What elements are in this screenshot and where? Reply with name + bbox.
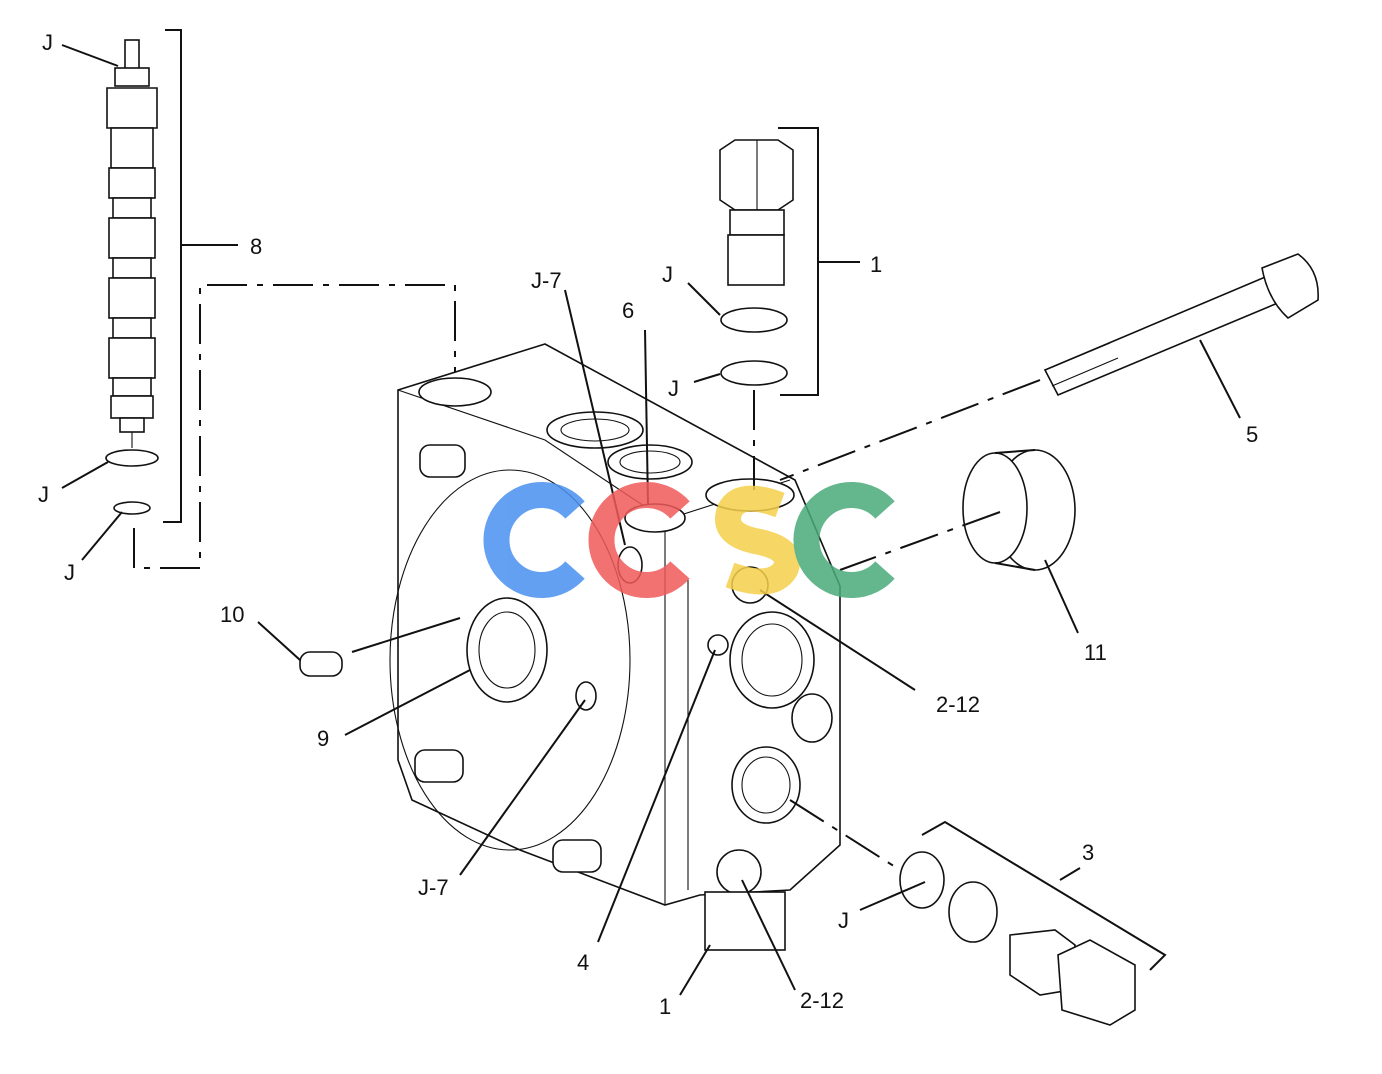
callout-j7: J-7 (418, 875, 449, 900)
callout-9: 9 (317, 726, 329, 751)
bolt-5 (1043, 253, 1319, 397)
callout-j: J (64, 560, 75, 585)
callout-2-12: 2-12 (936, 692, 980, 717)
callout-1: 1 (659, 994, 671, 1019)
callout-5: 5 (1246, 422, 1258, 447)
valve-body (389, 343, 841, 951)
callout-j: J (662, 262, 673, 287)
sleeve-11 (962, 449, 1076, 571)
plug-assembly-1 (719, 139, 794, 490)
callout-j: J (38, 482, 49, 507)
callout-6: 6 (622, 298, 634, 323)
cartridge-valve-8 (105, 39, 159, 515)
callout-11: 11 (1084, 640, 1107, 665)
callout-2-12: 2-12 (800, 988, 844, 1013)
callout-3: 3 (1082, 840, 1094, 865)
callout-j: J (668, 376, 679, 401)
callout-1: 1 (870, 252, 882, 277)
callout-8: 8 (250, 234, 262, 259)
callout-4: 4 (577, 950, 589, 975)
pin-10 (299, 651, 343, 677)
plug-assembly-3 (899, 851, 1136, 1026)
watermark-logo (483, 482, 895, 598)
callout-j7: J-7 (531, 268, 562, 293)
callout-j: J (42, 30, 53, 55)
callout-j: J (838, 908, 849, 933)
callout-10: 10 (220, 602, 244, 627)
